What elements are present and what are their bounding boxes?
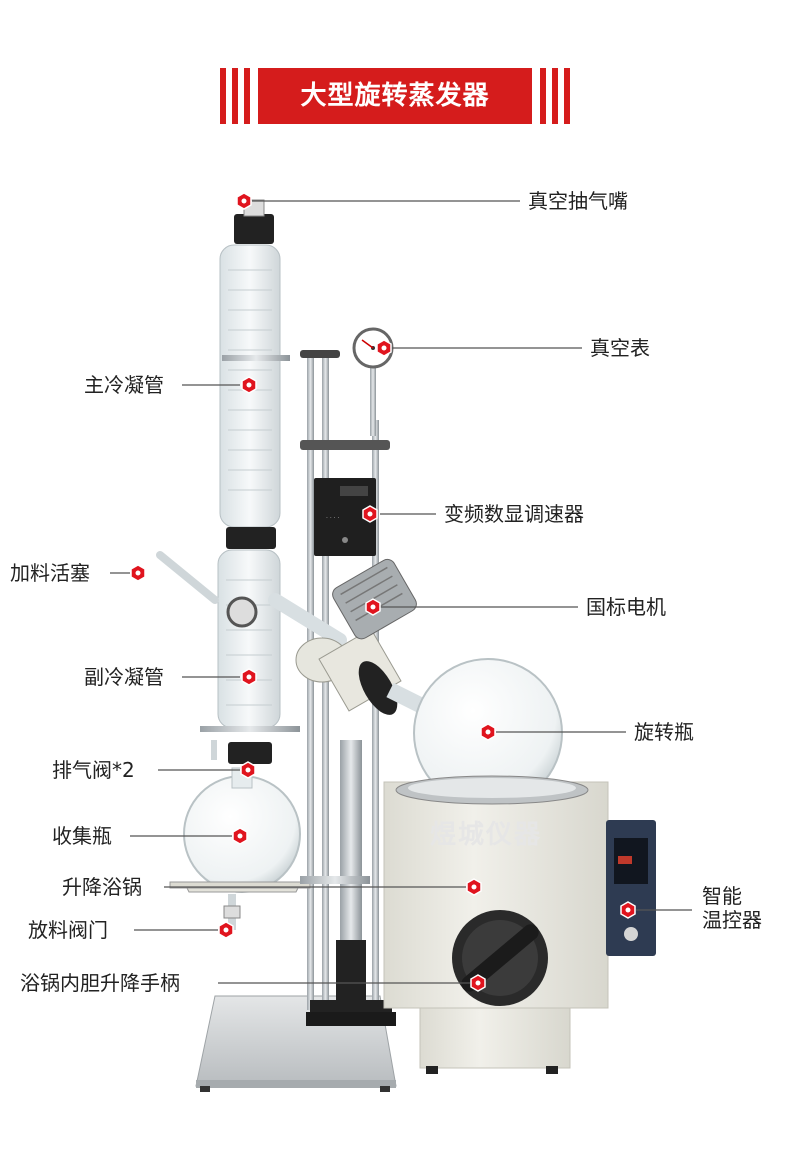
banner-stripe <box>540 68 546 124</box>
hexagon-marker-icon <box>241 376 257 394</box>
banner-stripe <box>552 68 558 124</box>
label-feed-stopcock: 加料活塞 <box>10 561 90 585</box>
hexagon-marker-icon <box>620 901 636 919</box>
title-banner: 大型旋转蒸发器 <box>220 68 570 124</box>
banner-stripe <box>564 68 570 124</box>
hexagon-marker-icon <box>130 564 146 582</box>
hexagon-marker-icon <box>241 668 257 686</box>
label-rotary-flask: 旋转瓶 <box>634 720 694 744</box>
banner-stripe <box>232 68 238 124</box>
banner-stripe <box>244 68 250 124</box>
vapor-duct <box>268 593 402 715</box>
speed-controller-box: · · · · <box>314 478 376 556</box>
hexagon-marker-icon <box>236 192 252 210</box>
watermark: 煜城仪器 <box>430 820 543 850</box>
label-collection-flask: 收集瓶 <box>52 824 112 848</box>
hexagon-marker-icon <box>362 505 378 523</box>
hexagon-marker-icon <box>365 598 381 616</box>
leader-lines <box>110 200 692 984</box>
temp-controller-box <box>606 820 656 956</box>
hexagon-marker-icon <box>480 723 496 741</box>
hexagon-marker-icon <box>376 339 392 357</box>
label-speed-controller: 变频数显调速器 <box>444 502 584 526</box>
label-smart-temp: 智能 温控器 <box>702 884 790 932</box>
svg-text:· · · ·: · · · · <box>326 515 339 522</box>
label-vent-valve: 排气阀*2 <box>52 758 135 782</box>
hexagon-marker-icon <box>240 761 256 779</box>
label-vacuum-gauge: 真空表 <box>590 336 650 360</box>
banner-stripe <box>220 68 226 124</box>
label-bath-lift-handle: 浴锅内胆升降手柄 <box>20 971 180 995</box>
label-smart-temp-line1: 智能 <box>702 884 742 908</box>
sub-condenser <box>156 549 300 732</box>
hexagon-marker-icon <box>232 827 248 845</box>
label-sub-condenser: 副冷凝管 <box>84 665 164 689</box>
hexagon-marker-icon <box>466 878 482 896</box>
label-motor: 国标电机 <box>586 595 666 619</box>
label-discharge-valve: 放料阀门 <box>28 918 108 942</box>
label-lift-bath: 升降浴锅 <box>62 875 142 899</box>
hexagon-marker-icon <box>470 974 486 992</box>
main-condenser <box>219 199 290 549</box>
page-title: 大型旋转蒸发器 <box>258 68 532 124</box>
markers <box>130 192 636 992</box>
hexagon-marker-icon <box>218 921 234 939</box>
label-smart-temp-line2: 温控器 <box>702 908 762 932</box>
label-main-condenser: 主冷凝管 <box>84 373 164 397</box>
bath-lift-knob <box>452 910 548 1006</box>
label-vacuum-nozzle: 真空抽气嘴 <box>528 189 628 213</box>
